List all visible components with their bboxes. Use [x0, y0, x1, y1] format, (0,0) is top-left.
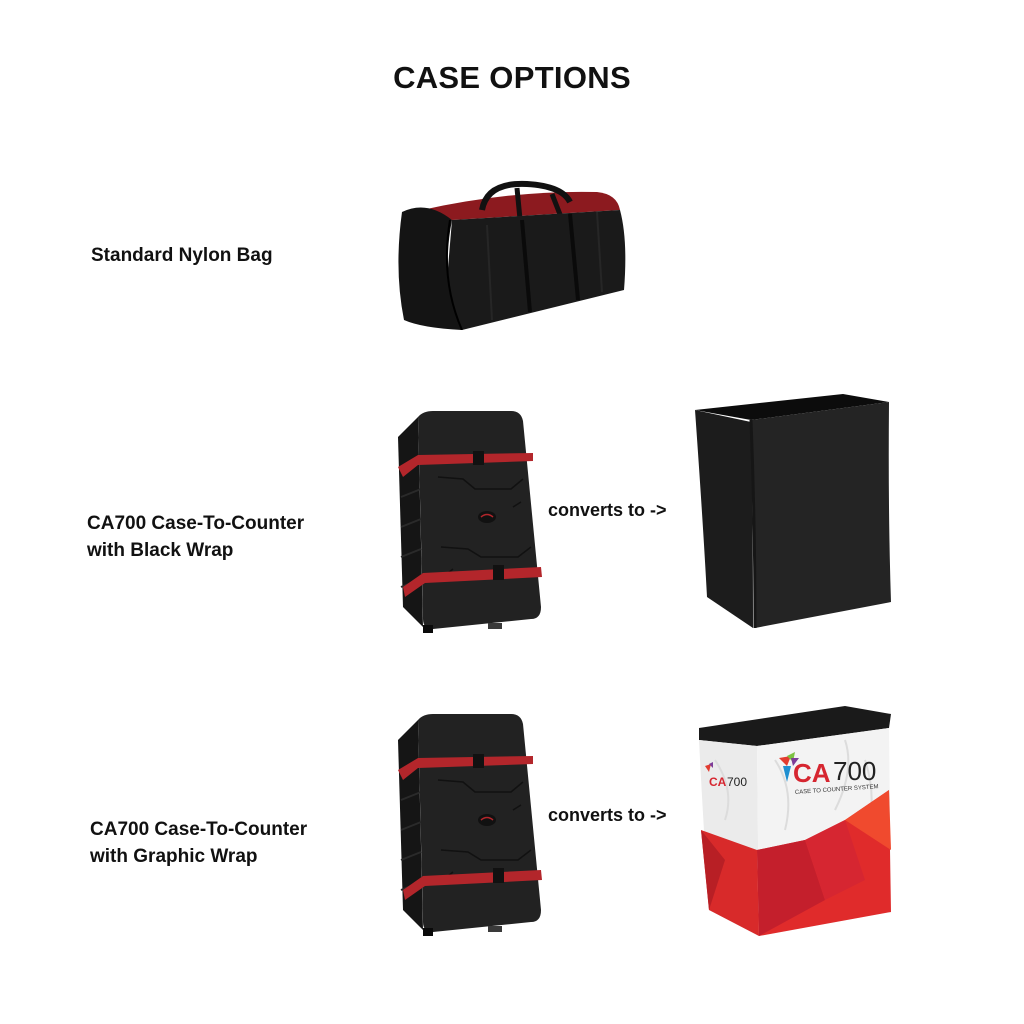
brand-main-700: 700 — [833, 756, 876, 786]
page-title: CASE OPTIONS — [393, 60, 631, 95]
converts-to-label: converts to -> — [548, 805, 667, 825]
option-label: Standard Nylon Bag — [91, 242, 273, 269]
black-counter-image — [693, 392, 893, 632]
converts-to-label: converts to -> — [548, 500, 667, 520]
graphic-counter-image: CA 700 CASE TO COUNTER SYSTEM CA 700 — [695, 700, 895, 940]
brand-side-ca: CA — [709, 775, 727, 789]
brand-side-700: 700 — [727, 775, 747, 789]
brand-main-ca: CA — [793, 758, 831, 788]
option-label-line1: CA700 Case-To-Counter — [87, 513, 305, 534]
nylon-bag-image — [392, 180, 632, 330]
option-label-line2: with Graphic Wrap — [90, 846, 258, 867]
option-label: CA700 Case-To-Counter with Graphic Wrap — [90, 816, 307, 870]
option-label-line2: with Black Wrap — [87, 540, 234, 561]
option-label-line1: CA700 Case-To-Counter — [90, 819, 308, 840]
hard-case-image — [393, 710, 543, 940]
option-label: CA700 Case-To-Counter with Black Wrap — [87, 510, 304, 564]
brand-tagline: CASE TO COUNTER SYSTEM — [795, 784, 879, 796]
hard-case-image — [393, 407, 543, 637]
option-label-line1: Standard Nylon Bag — [91, 245, 273, 266]
